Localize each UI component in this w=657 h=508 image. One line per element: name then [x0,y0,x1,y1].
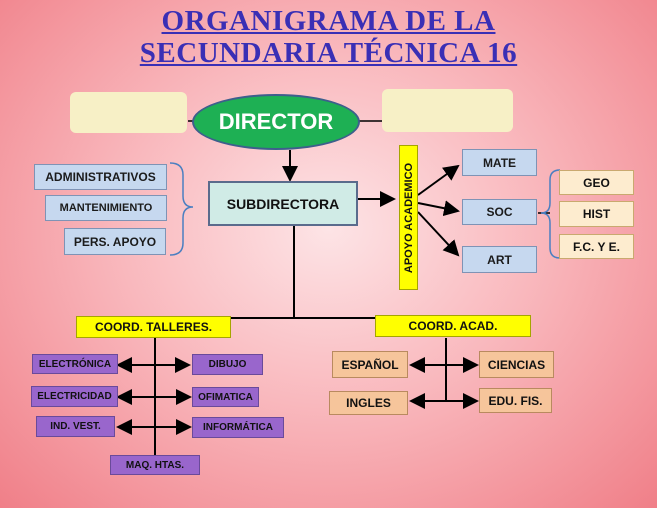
coord-talleres-node: COORD. TALLERES. [76,316,231,338]
art-node: ART [462,246,537,273]
informatica-node: INFORMÁTICA [192,417,284,438]
fce-node: F.C. Y E. [559,234,634,259]
soc-node: SOC [462,199,537,225]
espanol-node: ESPAÑOL [332,351,408,378]
pers-apoyo-node: PERS. APOYO [64,228,166,255]
geo-node: GEO [559,170,634,195]
edu-fis-node: EDU. FIS. [479,388,552,413]
administrativos-node: ADMINISTRATIVOS [34,164,167,190]
apoyo-academico-node: APOYO ACADEMICO [399,145,418,290]
page-title-line1: ORGANIGRAMA DE LA [161,5,496,37]
mate-node: MATE [462,149,537,176]
maq-htas-node: MAQ. HTAS. [110,455,200,475]
ofimatica-node: OFIMATICA [192,387,259,407]
electronica-node: ELECTRÓNICA [32,354,118,374]
ingles-node: INGLES [329,391,408,415]
apoyo-academico-label: APOYO ACADEMICO [402,162,415,273]
ind-vest-node: IND. VEST. [36,416,115,437]
hist-node: HIST [559,201,634,227]
empty-box-left [70,92,187,133]
director-node: DIRECTOR [192,94,360,150]
dibujo-node: DIBUJO [192,354,263,375]
electricidad-node: ELECTRICIDAD [31,386,118,407]
page-title-line2: SECUNDARIA TÉCNICA 16 [139,37,518,69]
ciencias-node: CIENCIAS [479,351,554,378]
coord-acad-node: COORD. ACAD. [375,315,531,337]
subdirectora-node: SUBDIRECTORA [208,181,358,226]
empty-box-right [382,89,513,132]
mantenimiento-node: MANTENIMIENTO [45,195,167,221]
